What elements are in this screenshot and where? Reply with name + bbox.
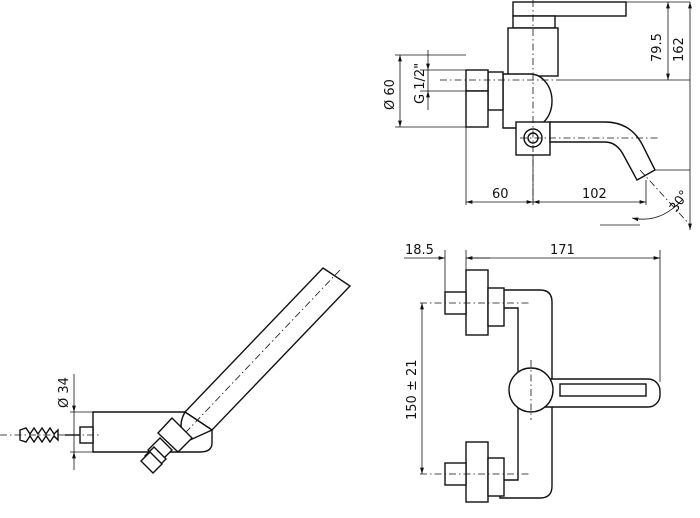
dim-depth-body: 60: [492, 187, 509, 202]
dim-centers: 150 ± 21: [405, 359, 420, 420]
front-top-nut: [487, 287, 505, 327]
side-spout: [549, 121, 656, 181]
front-bottom-nut: [487, 457, 505, 497]
side-lever-neck: [512, 15, 556, 29]
shower-handle: [183, 267, 352, 431]
shower-wall-connector: [0, 426, 100, 444]
dim-thread: G 1/2": [413, 63, 428, 104]
dim-diameter: Ø 60: [383, 79, 398, 110]
side-lever: [512, 1, 627, 17]
dim-spout-angle: 30°: [667, 188, 693, 215]
side-inlet: [465, 69, 489, 92]
dim-offset: 18.5: [405, 243, 434, 258]
front-top-plate: [465, 269, 489, 336]
front-bottom-plate: [465, 441, 489, 503]
side-wall-plate: [465, 90, 489, 128]
dim-spout-reach: 102: [582, 187, 607, 202]
side-main-body: [502, 73, 553, 129]
dim-shower-diameter: Ø 34: [57, 377, 72, 408]
hand-shower-view: Ø 34: [0, 267, 352, 474]
dim-height-total: 162: [672, 37, 687, 62]
side-nut: [487, 71, 504, 111]
side-view: 79.5 162 Ø 60 G 1/2" 60 102 30°: [383, 0, 692, 230]
shower-hose-nut: [157, 416, 193, 453]
dim-height-upper: 79.5: [650, 33, 665, 62]
dim-width-total: 171: [550, 243, 575, 258]
shower-hose: [140, 437, 173, 474]
front-view: 18.5 171 150 ± 21: [404, 243, 661, 503]
